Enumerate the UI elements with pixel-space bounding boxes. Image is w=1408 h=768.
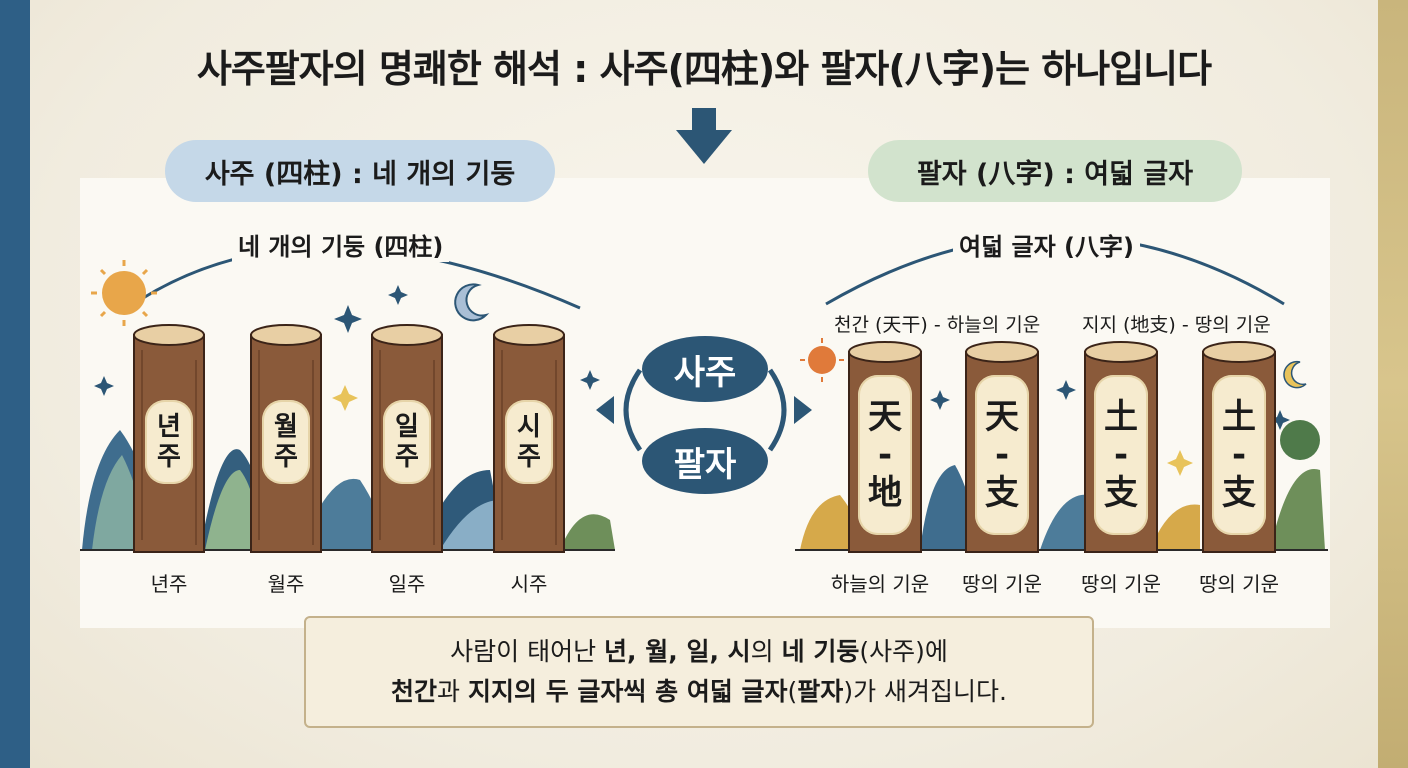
arrow-right-icon [794, 396, 812, 424]
arrow-left-icon [596, 396, 614, 424]
char-plaque-4: 土-支 [1212, 375, 1266, 535]
eight-chars-header: 팔자 (八字) : 여덟 글자 [868, 140, 1242, 202]
left-log-tops [133, 324, 565, 346]
right-arc-label: 여덟 글자 (八字) [953, 227, 1140, 262]
pillar-label-day: 일주 [388, 572, 426, 596]
caption-line-2: 천간과 지지의 두 글자씩 총 여덟 글자(팔자)가 새겨집니다. [391, 677, 1007, 706]
left-border-strip [0, 0, 30, 768]
pillar-label-year: 년주 [150, 572, 188, 596]
palja-oval: 팔자 [642, 428, 768, 494]
moon-icon [1283, 360, 1307, 389]
left-wood-grain [141, 350, 557, 545]
star-icon [332, 385, 358, 411]
heavenly-stems-label: 천간 (天干) - 하늘의 기운 [834, 314, 1041, 336]
sun-icon [800, 338, 844, 382]
char-plaque-1: 天-地 [858, 375, 912, 535]
char-label-2: 땅의 기운 [962, 572, 1042, 596]
right-log-tops [848, 341, 1276, 363]
left-arc-label: 네 개의 기둥 (四柱) [232, 227, 450, 262]
char-label-3: 땅의 기운 [1081, 572, 1161, 596]
sun-icon [91, 260, 157, 326]
sparkle-icons [94, 285, 1290, 430]
moon-icon [454, 283, 490, 322]
four-pillars-header: 사주 (四柱) : 네 개의 기둥 [165, 140, 555, 202]
char-plaque-2: 天-支 [975, 375, 1029, 535]
char-label-1: 하늘의 기운 [830, 572, 930, 596]
caption-box: 사람이 태어난 년, 월, 일, 시의 네 기둥(사주)에 천간과 지지의 두 … [304, 616, 1094, 728]
down-arrow-icon [676, 108, 732, 164]
page-title: 사주팔자의 명쾌한 해석 : 사주(四柱)와 팔자(八字)는 하나입니다 [196, 47, 1212, 91]
cycle-arrows [623, 368, 787, 452]
char-plaque-3: 土-支 [1094, 375, 1148, 535]
caption-line-1: 사람이 태어난 년, 월, 일, 시의 네 기둥(사주)에 [450, 637, 948, 666]
right-border-strip [1378, 0, 1408, 768]
saju-oval: 사주 [642, 336, 768, 402]
star-icon [1167, 450, 1193, 476]
earthly-branches-label: 지지 (地支) - 땅의 기운 [1082, 314, 1271, 336]
pillar-label-month: 월주 [267, 572, 305, 596]
pillar-label-hour: 시주 [510, 572, 548, 596]
char-label-4: 땅의 기운 [1199, 572, 1279, 596]
